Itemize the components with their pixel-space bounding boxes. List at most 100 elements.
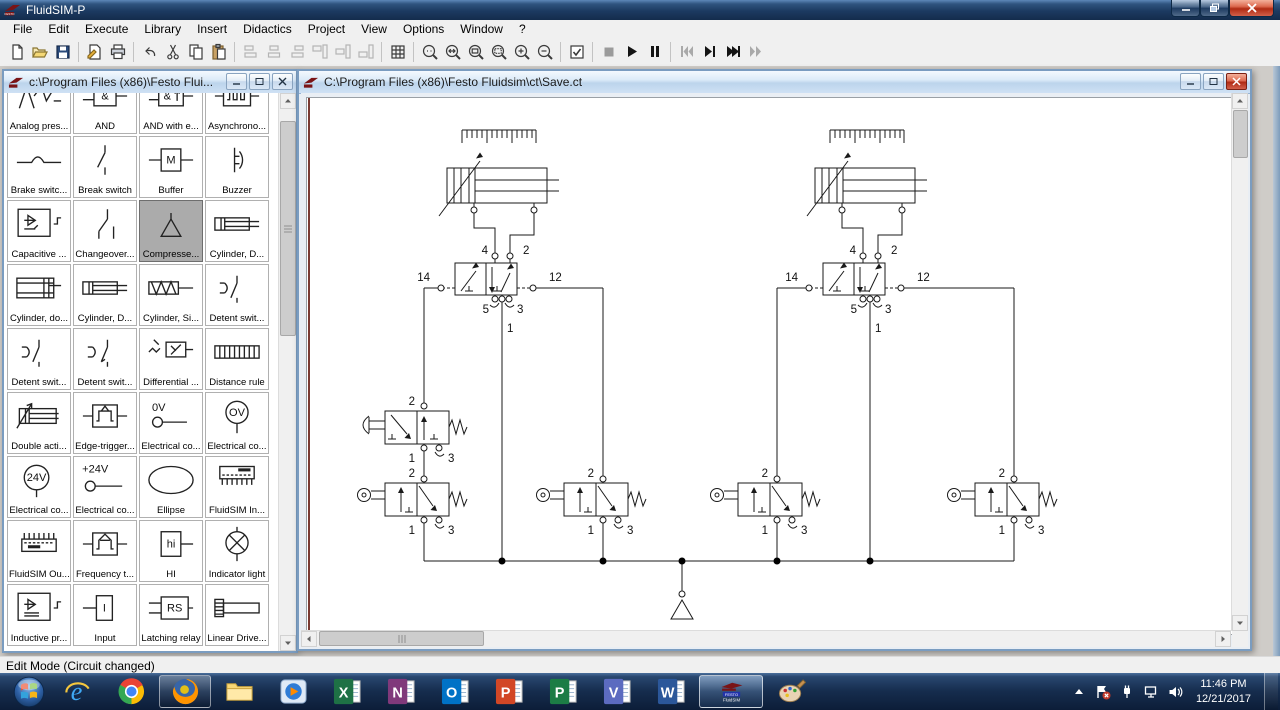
taskbar-app-word[interactable]: W [645,675,697,708]
library-item-17[interactable]: Detent swit... [73,328,137,390]
cylinder-right[interactable] [806,152,927,254]
valve-5-2-left[interactable]: 4 2 14 12 5 3 1 [417,245,603,335]
taskbar-app-wmp[interactable] [267,675,319,708]
close-button[interactable] [1229,0,1274,17]
distance-rule-left[interactable] [461,129,537,143]
toolbar-button-grid[interactable] [386,41,409,63]
taskbar-app-powerpoint[interactable]: P [483,675,535,708]
taskbar-app-outlook[interactable]: O [429,675,481,708]
toolbar-button-zoom-out[interactable] [533,41,556,63]
toolbar-button-zoom-window[interactable] [464,41,487,63]
toolbar-button-undo[interactable] [138,41,161,63]
menu-item-didactics[interactable]: Didactics [243,22,292,36]
library-item-9[interactable]: Changeover... [73,200,137,262]
library-scrollbar[interactable] [278,93,296,651]
library-item-29[interactable]: Frequency t... [73,520,137,582]
action-center-icon[interactable] [1095,684,1111,700]
taskbar-app-visio[interactable]: V [591,675,643,708]
minimize-button[interactable] [1171,0,1200,17]
power-plug-icon[interactable] [1119,684,1135,700]
menu-item-execute[interactable]: Execute [85,22,129,36]
library-item-21[interactable]: Edge-trigger... [73,392,137,454]
tray-expand-icon[interactable] [1071,684,1087,700]
toolbar-button-zoom-original[interactable] [418,41,441,63]
valve-3-2-roller[interactable]: 2 1 3 [357,468,468,537]
circuit-hscrollbar[interactable] [301,630,1231,647]
toolbar-button-fast-forward[interactable] [744,41,767,63]
toolbar-button-align-left[interactable] [239,41,262,63]
library-close-button[interactable] [272,73,293,90]
library-item-35[interactable]: Linear Drive... [205,584,269,646]
distance-rule-right[interactable] [829,129,905,143]
library-minimize-button[interactable] [226,73,247,90]
circuit-vscrollbar[interactable] [1231,93,1248,631]
circuit-maximize-button[interactable] [1203,73,1224,90]
library-item-13[interactable]: Cylinder, D... [73,264,137,326]
menu-item-edit[interactable]: Edit [48,22,70,36]
taskbar-app-firefox[interactable] [159,675,211,708]
library-scroll-thumb[interactable] [280,121,296,336]
menu-item-project[interactable]: Project [307,22,346,36]
menu-item-options[interactable]: Options [402,22,445,36]
library-item-14[interactable]: Cylinder, Si... [139,264,203,326]
volume-icon[interactable] [1167,684,1183,700]
taskbar-app-onenote[interactable]: N [375,675,427,708]
toolbar-button-copy[interactable] [184,41,207,63]
toolbar-button-to-start[interactable] [675,41,698,63]
library-item-2[interactable]: &AND with e... [139,93,203,134]
library-item-0[interactable]: Analog pres... [7,93,71,134]
valve-3-2-roller[interactable]: 2 1 3 [710,468,821,537]
menu-item-library[interactable]: Library [144,22,182,36]
toolbar-button-stop[interactable] [597,41,620,63]
taskbar-app-paint[interactable] [765,675,817,708]
library-item-15[interactable]: Detent swit... [205,264,269,326]
library-item-8[interactable]: Capacitive ... [7,200,71,262]
library-item-3[interactable]: Asynchrono... [205,93,269,134]
taskbar-app-explorer[interactable] [213,675,265,708]
valve-3-2-roller[interactable]: 2 1 3 [947,468,1058,537]
taskbar-app-publisher[interactable]: P [537,675,589,708]
valve-5-2-right[interactable]: 4 2 14 12 5 3 1 [777,245,1014,335]
toolbar-button-check-drawing[interactable] [565,41,588,63]
library-item-26[interactable]: Ellipse [139,456,203,518]
library-item-32[interactable]: Inductive pr... [7,584,71,646]
library-item-7[interactable]: Buzzer [205,136,269,198]
taskbar-app-chrome[interactable] [105,675,157,708]
toolbar-button-page-setup[interactable] [83,41,106,63]
toolbar-button-paste[interactable] [207,41,230,63]
library-item-18[interactable]: Differential ... [139,328,203,390]
toolbar-button-open[interactable] [28,41,51,63]
library-item-1[interactable]: &AND [73,93,137,134]
toolbar-button-distribute-3[interactable] [354,41,377,63]
taskbar-app-ie[interactable]: e [51,675,103,708]
toolbar-button-zoom-fit[interactable] [441,41,464,63]
library-item-20[interactable]: Double acti... [7,392,71,454]
library-item-5[interactable]: Break switch [73,136,137,198]
cylinder-left[interactable] [438,152,559,254]
menu-item-window[interactable]: Window [460,22,503,36]
toolbar-button-align-center[interactable] [262,41,285,63]
library-item-28[interactable]: FluidSIM Ou... [7,520,71,582]
menu-item-insert[interactable]: Insert [197,22,228,36]
network-icon[interactable] [1143,684,1159,700]
valve-3-2-pushbutton[interactable]: 2 1 3 [362,396,468,465]
scroll-down-arrow[interactable] [280,635,296,651]
start-button[interactable] [8,673,50,710]
circuit-minimize-button[interactable] [1180,73,1201,90]
valve-3-2-roller[interactable]: 2 1 3 [536,468,647,537]
toolbar-button-to-end[interactable] [721,41,744,63]
library-item-16[interactable]: Detent swit... [7,328,71,390]
library-item-27[interactable]: FluidSIM In... [205,456,269,518]
toolbar-button-step[interactable] [698,41,721,63]
library-item-19[interactable]: Distance rule [205,328,269,390]
toolbar-button-save[interactable] [51,41,74,63]
toolbar-button-print[interactable] [106,41,129,63]
